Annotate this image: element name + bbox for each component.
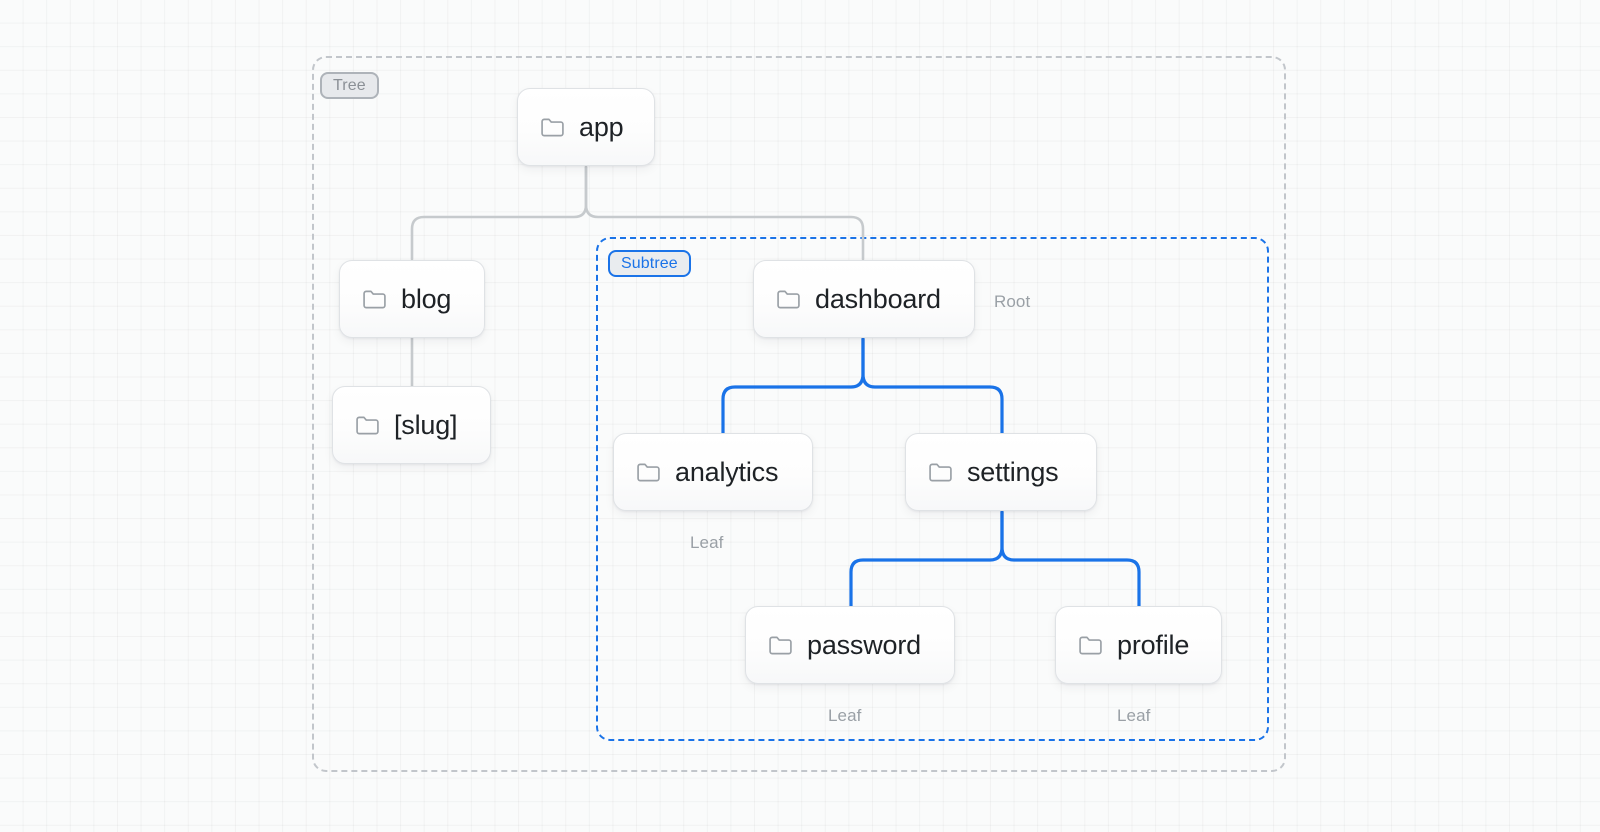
folder-icon: [769, 636, 792, 654]
group-subtree-badge[interactable]: Subtree: [608, 250, 691, 277]
node-app[interactable]: app: [517, 88, 655, 166]
node-label: blog: [401, 283, 452, 314]
folder-icon: [541, 118, 564, 136]
node-label: settings: [967, 456, 1059, 487]
folder-icon: [363, 290, 386, 308]
node-label: password: [807, 629, 921, 660]
node-slug[interactable]: [slug]: [332, 386, 491, 464]
node-label: [slug]: [394, 409, 458, 440]
node-password[interactable]: password: [745, 606, 955, 684]
folder-icon: [777, 290, 800, 308]
node-label: profile: [1117, 629, 1190, 660]
role-label-root: Root: [994, 292, 1031, 311]
node-profile[interactable]: profile: [1055, 606, 1222, 684]
folder-icon: [929, 463, 952, 481]
role-label-password-leaf: Leaf: [828, 706, 862, 725]
node-blog[interactable]: blog: [339, 260, 485, 338]
folder-icon: [356, 416, 379, 434]
node-label: analytics: [675, 456, 779, 487]
folder-icon: [637, 463, 660, 481]
role-label-analytics-leaf: Leaf: [690, 533, 724, 552]
group-tree-badge[interactable]: Tree: [320, 72, 379, 99]
node-analytics[interactable]: analytics: [613, 433, 813, 511]
folder-icon: [1079, 636, 1102, 654]
node-label: dashboard: [815, 283, 941, 314]
role-label-profile-leaf: Leaf: [1117, 706, 1151, 725]
node-dashboard[interactable]: dashboard: [753, 260, 975, 338]
node-label: app: [579, 111, 624, 142]
group-tree[interactable]: Tree: [312, 56, 1286, 772]
node-settings[interactable]: settings: [905, 433, 1097, 511]
